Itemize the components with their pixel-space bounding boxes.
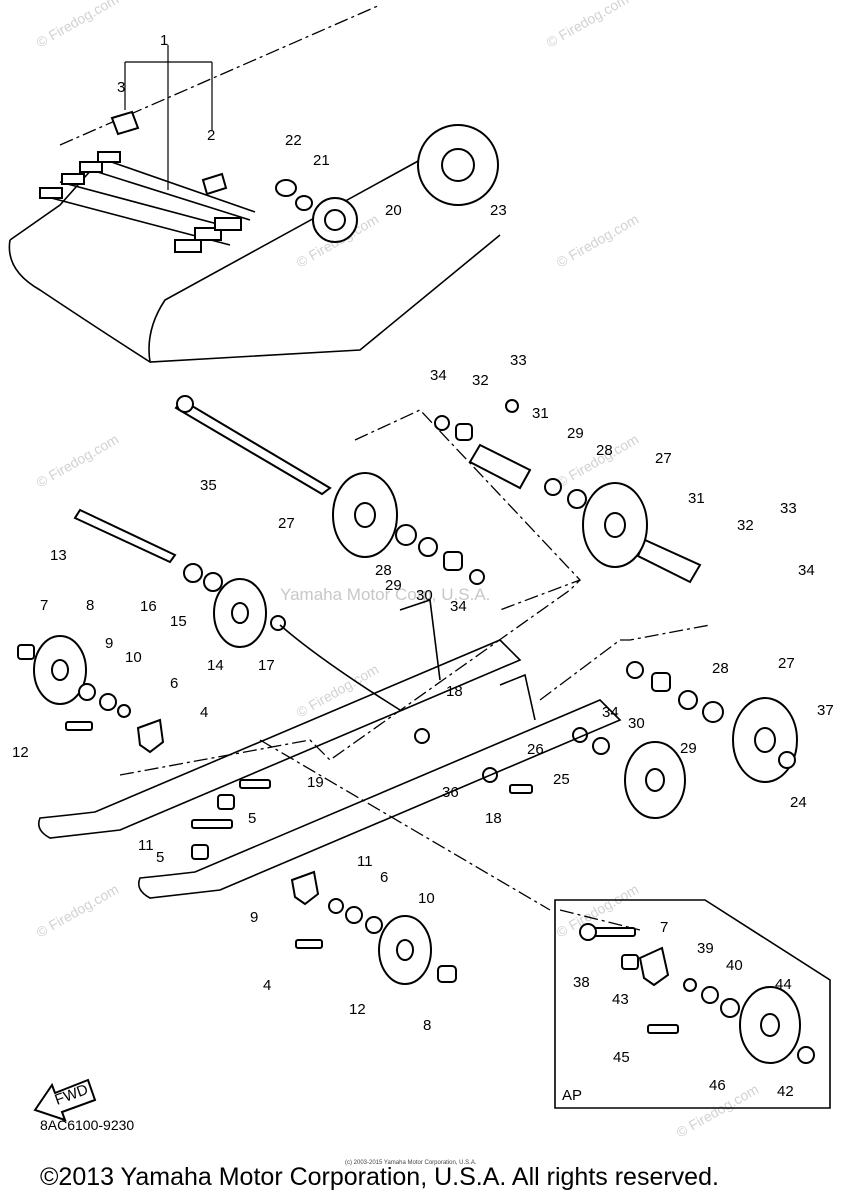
- callout-label: 12: [349, 1001, 366, 1018]
- callout-label: 24: [790, 794, 807, 811]
- small-print: (c) 2003-2015 Yamaha Motor Corporation, …: [345, 1160, 477, 1166]
- fwd-arrow: [33, 1078, 97, 1122]
- watermark-text: © Firedog.com: [554, 211, 642, 271]
- callout-label: 1: [160, 32, 168, 49]
- callout-label: 43: [612, 991, 629, 1008]
- callout-label: 34: [798, 562, 815, 579]
- callout-label: 35: [200, 477, 217, 494]
- upper-wheels: [275, 124, 499, 243]
- callout-label: 25: [553, 771, 570, 788]
- callout-label: 42: [777, 1083, 794, 1100]
- slide-clip-parts: [110, 45, 228, 196]
- callout-label: 3: [117, 79, 125, 96]
- callout-label: 18: [485, 810, 502, 827]
- watermark-center: Yamaha Motor Corp, U.S.A.: [280, 585, 490, 604]
- callout-label: 7: [660, 919, 668, 936]
- callout-label: 8: [86, 597, 94, 614]
- callout-label: 14: [207, 657, 224, 674]
- small-parts: [17, 399, 796, 983]
- callout-label: 28: [596, 442, 613, 459]
- callout-label: 23: [490, 202, 507, 219]
- callout-label: 32: [737, 517, 754, 534]
- inset-label: AP: [562, 1087, 582, 1104]
- watermark-text: © Firedog.com: [34, 431, 122, 491]
- callout-label: 11: [138, 837, 154, 854]
- callout-label: 21: [313, 152, 330, 169]
- callout-label: 29: [567, 425, 584, 442]
- callout-label: 4: [263, 977, 271, 994]
- callout-label: 34: [430, 367, 447, 384]
- callout-label: 31: [532, 405, 549, 422]
- callout-label: 5: [248, 810, 256, 827]
- slide-rails: [37, 409, 711, 931]
- callout-label: 29: [385, 577, 402, 594]
- callout-label: 33: [510, 352, 527, 369]
- track-belt: [8, 4, 501, 363]
- callout-label: 34: [602, 704, 619, 721]
- callout-label: 9: [250, 909, 258, 926]
- watermark-text: © Firedog.com: [34, 881, 122, 941]
- callout-label: 33: [780, 500, 797, 517]
- callout-label: 27: [655, 450, 672, 467]
- callout-label: 45: [613, 1049, 630, 1066]
- callout-label: 18: [446, 683, 463, 700]
- shafts: [73, 395, 702, 584]
- watermark-text: © Firedog.com: [34, 0, 122, 51]
- callout-label: 8: [423, 1017, 431, 1034]
- callout-label: 5: [156, 849, 164, 866]
- callout-label: 37: [817, 702, 834, 719]
- callout-label: 44: [775, 976, 792, 993]
- callout-label: 2: [207, 127, 215, 144]
- callout-label: 27: [778, 655, 795, 672]
- callout-label: 19: [307, 774, 324, 791]
- callout-label: 26: [527, 741, 544, 758]
- callout-label: 12: [12, 744, 29, 761]
- callout-label: 39: [697, 940, 714, 957]
- inset-ap: [554, 899, 831, 1109]
- callout-label: 13: [50, 547, 67, 564]
- callout-label: 22: [285, 132, 302, 149]
- callout-label: 34: [450, 598, 467, 615]
- callout-label: 11: [357, 853, 373, 870]
- callout-label: 7: [40, 597, 48, 614]
- callout-label: 10: [125, 649, 142, 666]
- callout-label: 27: [278, 515, 295, 532]
- callout-label: 32: [472, 372, 489, 389]
- callout-label: 20: [385, 202, 402, 219]
- callout-label: 31: [688, 490, 705, 507]
- diagram-code: 8AC6100-9230: [40, 1117, 135, 1133]
- callout-label: 6: [380, 869, 388, 886]
- callout-label: 38: [573, 974, 590, 991]
- callout-label: 6: [170, 675, 178, 692]
- callout-label: 30: [416, 587, 433, 604]
- callout-label: 30: [628, 715, 645, 732]
- callout-label: 40: [726, 957, 743, 974]
- watermark-text: © Firedog.com: [544, 0, 632, 51]
- callout-label: 46: [709, 1077, 726, 1094]
- copyright-footer: ©2013 Yamaha Motor Corporation, U.S.A. A…: [40, 1163, 719, 1191]
- callout-label: 4: [200, 704, 208, 721]
- callout-label: 10: [418, 890, 435, 907]
- callout-label: 9: [105, 635, 113, 652]
- callout-label: 36: [442, 784, 459, 801]
- callout-label: 28: [712, 660, 729, 677]
- callout-label: 15: [170, 613, 187, 630]
- callout-label: 28: [375, 562, 392, 579]
- callout-label: 17: [258, 657, 275, 674]
- callout-label: 29: [680, 740, 697, 757]
- callout-label: 16: [140, 598, 157, 615]
